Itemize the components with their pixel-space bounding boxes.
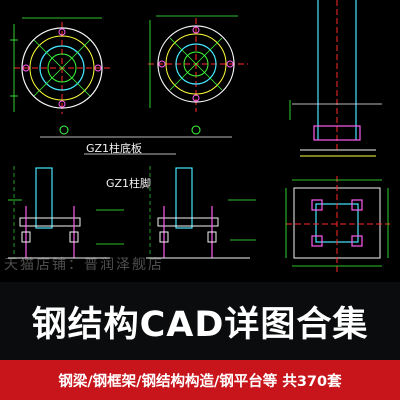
- cad-drawing-preview: GZ1柱底板 GZ1柱脚 天猫店铺：普润泽舰店: [4, 0, 390, 273]
- category-banner: 钢梁/钢框架/钢结构构造/钢平台等 共370套: [0, 360, 400, 400]
- base-plate-label-group: [40, 125, 232, 155]
- column-foot-label: GZ1柱脚: [106, 177, 152, 190]
- base-plate-right: [148, 15, 248, 112]
- watermark: 天猫店铺：普润泽舰店: [4, 257, 164, 273]
- column-foot-right: [146, 166, 256, 259]
- column-elevation-right: [289, 0, 382, 157]
- column-foot-left: [8, 166, 124, 259]
- cad-drawing: [8, 0, 390, 272]
- base-plan-right: [285, 176, 390, 272]
- base-plate-label: GZ1柱底板: [86, 142, 143, 155]
- title-banner: 钢结构CAD详图合集: [0, 282, 400, 360]
- base-plate-left: [10, 17, 110, 114]
- category-description: 钢梁/钢框架/钢结构构造/钢平台等 共370套: [58, 373, 342, 390]
- product-title: 钢结构CAD详图合集: [31, 304, 369, 345]
